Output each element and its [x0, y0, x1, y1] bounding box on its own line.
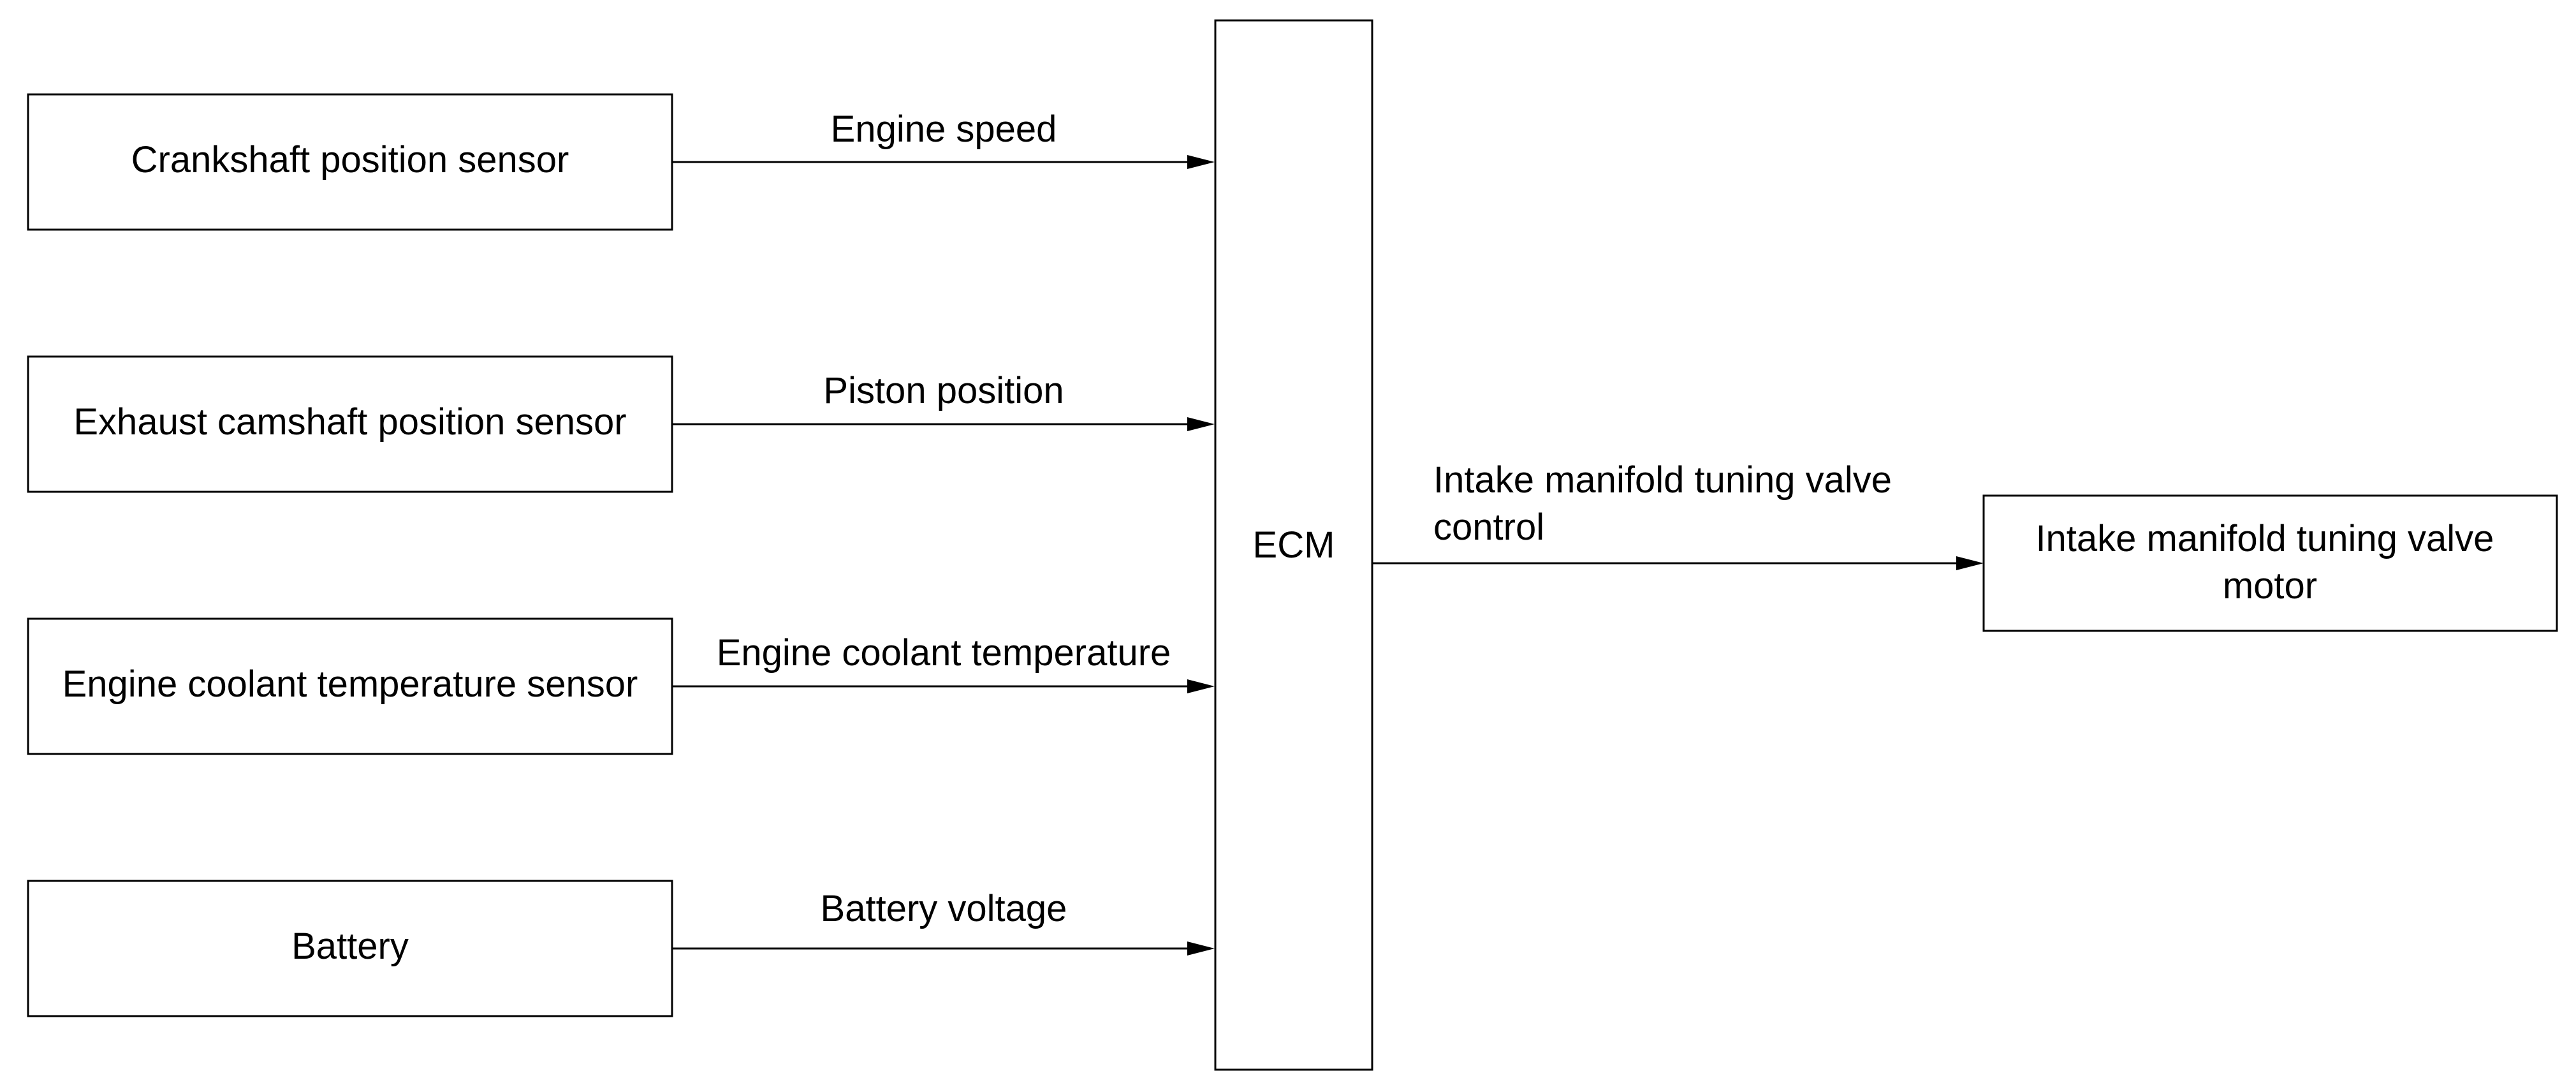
battery-voltage-arrowhead	[1187, 941, 1215, 956]
ecm-block: ECM	[1214, 19, 1373, 1071]
battery-box	[27, 880, 673, 1017]
input-block-battery: Battery Battery voltage	[27, 880, 1215, 1017]
tuning-valve-motor-box	[1982, 494, 2558, 632]
tuning-valve-control-label-line-2: control	[1433, 506, 1544, 548]
tuning-valve-motor-label-line-1: Intake manifold tuning valve	[2035, 518, 2494, 559]
tuning-valve-motor-label: Intake manifold tuning valve motor	[2035, 518, 2504, 607]
exhaust-camshaft-sensor-label: Exhaust camshaft position sensor	[73, 401, 626, 443]
input-block-crankshaft: Crankshaft position sensor Engine speed	[27, 93, 1215, 231]
input-block-coolant-temperature: Engine coolant temperature sensor Engine…	[27, 617, 1215, 755]
crankshaft-sensor-box	[27, 93, 673, 231]
engine-speed-label: Engine speed	[831, 108, 1057, 150]
tuning-valve-motor-label-line-2: motor	[2223, 565, 2317, 607]
coolant-temperature-sensor-box	[27, 617, 673, 755]
coolant-temperature-sensor-label: Engine coolant temperature sensor	[62, 663, 638, 705]
coolant-temperature-signal-label: Engine coolant temperature	[717, 632, 1171, 674]
piston-position-arrowhead	[1187, 417, 1215, 431]
piston-position-label: Piston position	[823, 370, 1064, 411]
ecm-label: ECM	[1253, 524, 1335, 566]
output-block: Intake manifold tuning valve control Int…	[1372, 459, 2558, 632]
tuning-valve-control-label: Intake manifold tuning valve control	[1433, 459, 1902, 548]
battery-label: Battery	[291, 926, 409, 967]
tuning-valve-control-arrowhead	[1956, 556, 1984, 570]
input-block-exhaust-camshaft: Exhaust camshaft position sensor Piston …	[27, 355, 1215, 493]
crankshaft-sensor-label: Crankshaft position sensor	[131, 139, 569, 181]
battery-voltage-label: Battery voltage	[821, 888, 1067, 929]
engine-speed-arrowhead	[1187, 155, 1215, 169]
ecm-box	[1214, 19, 1373, 1071]
tuning-valve-control-label-line-1: Intake manifold tuning valve	[1433, 459, 1892, 501]
coolant-temperature-arrowhead	[1187, 679, 1215, 693]
exhaust-camshaft-sensor-box	[27, 355, 673, 493]
